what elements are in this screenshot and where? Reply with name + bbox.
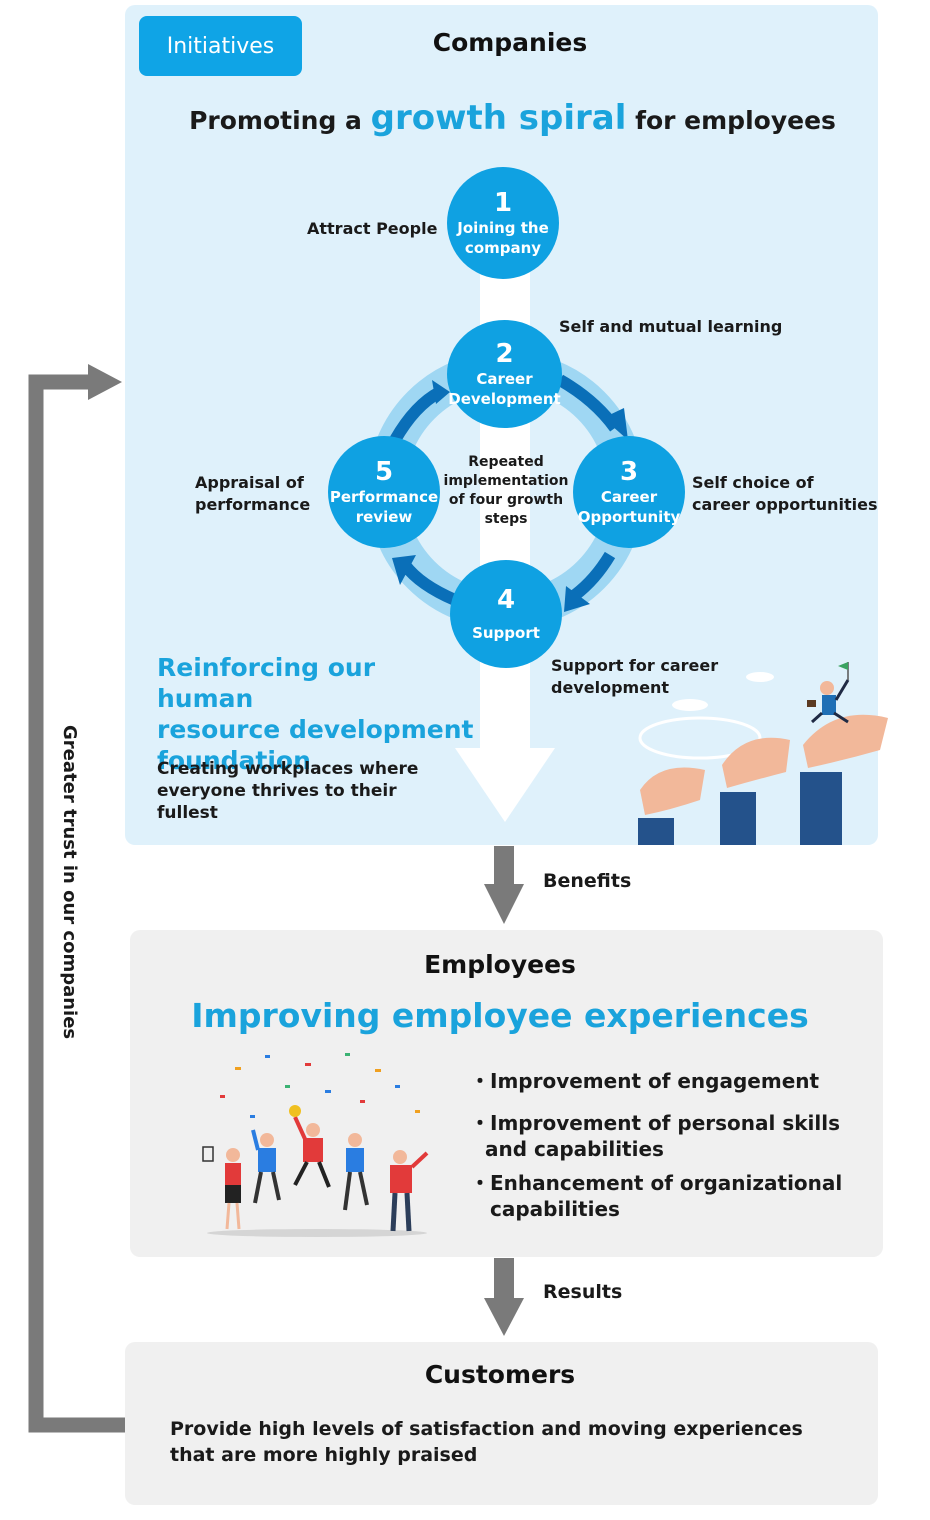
step-2-career-development-circle: 2 Career Development — [447, 320, 562, 428]
results-arrow-head — [484, 1298, 524, 1336]
step-3-career-opportunity-circle: 3 Career Opportunity — [573, 436, 685, 548]
benefits-label: Benefits — [543, 870, 632, 892]
step-1-label-line1: Joining the — [457, 219, 549, 237]
foundation-description: Creating workplaces where everyone thriv… — [157, 758, 447, 824]
subtitle-post: for employees — [626, 106, 836, 135]
growth-spiral-subtitle: Promoting a growth spiral for employees — [125, 98, 900, 138]
bullet-3-line2: capabilities — [490, 1197, 620, 1221]
center-line-2: implementation — [443, 473, 569, 489]
cycle-arrow-3-4 — [571, 551, 616, 600]
center-line-4: steps — [484, 511, 528, 527]
side-label-5-line1: Appraisal of — [195, 473, 304, 492]
down-arrow-head — [455, 748, 555, 822]
bullet-organizational: ・Enhancement of organizational capabilit… — [470, 1170, 870, 1222]
confetti — [220, 1053, 420, 1118]
results-arrow-shaft — [494, 1258, 514, 1300]
foundation-desc-line3: fullest — [157, 803, 218, 823]
step-5-label-line1: Performance — [329, 488, 439, 506]
bullet-2-line2: and capabilities — [485, 1137, 664, 1161]
step-5-label-line2: review — [355, 508, 413, 526]
step-4-number: 4 — [496, 585, 516, 615]
side-label-attract-people: Attract People — [307, 218, 437, 240]
side-label-2-line1: Self and mutual learning — [559, 317, 783, 336]
side-label-4-line1: Support for career — [551, 656, 719, 675]
step-2-label-line1: Career — [476, 370, 533, 388]
customers-description: Provide high levels of satisfaction and … — [170, 1416, 860, 1468]
side-label-3-line1: Self choice of — [692, 473, 814, 492]
cycle-arrow-heads — [392, 380, 628, 612]
employees-subtitle: Improving employee experiences — [191, 996, 809, 1035]
foundation-title-line1: Reinforcing our human — [157, 653, 376, 713]
center-line-1: Repeated — [468, 454, 544, 470]
loop-arrow-head — [88, 364, 122, 400]
foundation-desc-line1: Creating workplaces where — [157, 759, 419, 779]
bullet-1-line1: ・Improvement of engagement — [470, 1069, 820, 1093]
loop-label: Greater trust in our companies — [59, 725, 80, 1040]
step-5-performance-review-circle: 5 Performance review — [328, 436, 440, 548]
person-1 — [225, 1148, 241, 1230]
person-4 — [343, 1133, 369, 1211]
bullet-3-line1: ・Enhancement of organizational — [470, 1171, 843, 1195]
loop-arrow-line — [28, 374, 125, 1433]
foundation-desc-line2: everyone thrives to their — [157, 781, 397, 801]
foundation-title-line2: resource development — [157, 715, 474, 744]
step-1-label-line2: company — [464, 239, 542, 257]
side-label-self-mutual-learning: Self and mutual learning — [559, 316, 782, 338]
results-label: Results — [543, 1281, 623, 1303]
side-label-5-line2: performance — [195, 495, 311, 514]
side-label-appraisal: Appraisal of performance — [195, 472, 310, 516]
step-3-label-line1: Career — [600, 488, 658, 506]
hands-illustration — [638, 662, 888, 845]
foundation-title-line3: foundation — [157, 746, 311, 775]
step-4-support-circle: 4 Support — [450, 560, 562, 668]
step-1-joining-circle: 1 Joining the company — [447, 167, 559, 279]
subtitle-pre: Promoting a — [189, 106, 371, 135]
step-5-number: 5 — [374, 457, 394, 487]
celebration-illustration — [202, 1053, 429, 1237]
foundation-title: Reinforcing our human resource developme… — [157, 652, 477, 776]
step-2-label-line2: Development — [448, 390, 561, 408]
center-line-3: of four growth — [448, 492, 564, 508]
step-3-label-line2: Opportunity — [577, 508, 681, 526]
step-3-number: 3 — [619, 457, 639, 487]
person-3 — [289, 1105, 331, 1188]
benefits-arrow-shaft — [494, 846, 514, 886]
step-4-label-line1: Support — [472, 624, 540, 642]
customers-panel — [125, 1342, 878, 1505]
side-label-support-career: Support for career development — [551, 655, 718, 699]
side-label-4-line2: development — [551, 678, 670, 697]
person-2 — [251, 1129, 281, 1204]
side-label-3-line2: career opportunities — [692, 495, 878, 514]
customers-desc-line2: that are more highly praised — [170, 1444, 478, 1466]
benefits-arrow-head — [484, 884, 524, 924]
employee-bullets: ・Improvement of engagement ・Improvement … — [470, 1068, 870, 1222]
customers-title: Customers — [424, 1360, 576, 1389]
employees-title: Employees — [424, 950, 576, 979]
person-5 — [390, 1150, 429, 1232]
step-2-number: 2 — [495, 339, 514, 369]
initiatives-tag: Initiatives — [139, 16, 302, 76]
customers-desc-line1: Provide high levels of satisfaction and … — [170, 1418, 803, 1440]
bullet-engagement: ・Improvement of engagement — [470, 1068, 870, 1094]
side-label-self-choice: Self choice of career opportunities — [692, 472, 878, 516]
step-1-number: 1 — [493, 188, 513, 218]
side-label-1-line1: Attract People — [307, 219, 438, 238]
spiral-center-text: Repeated implementation of four growth s… — [440, 453, 572, 529]
subtitle-highlight: growth spiral — [370, 98, 627, 138]
bullet-2-line1: ・Improvement of personal skills — [470, 1111, 840, 1135]
companies-title: Companies — [432, 28, 588, 57]
bullet-personal-skills: ・Improvement of personal skills and capa… — [470, 1110, 870, 1162]
